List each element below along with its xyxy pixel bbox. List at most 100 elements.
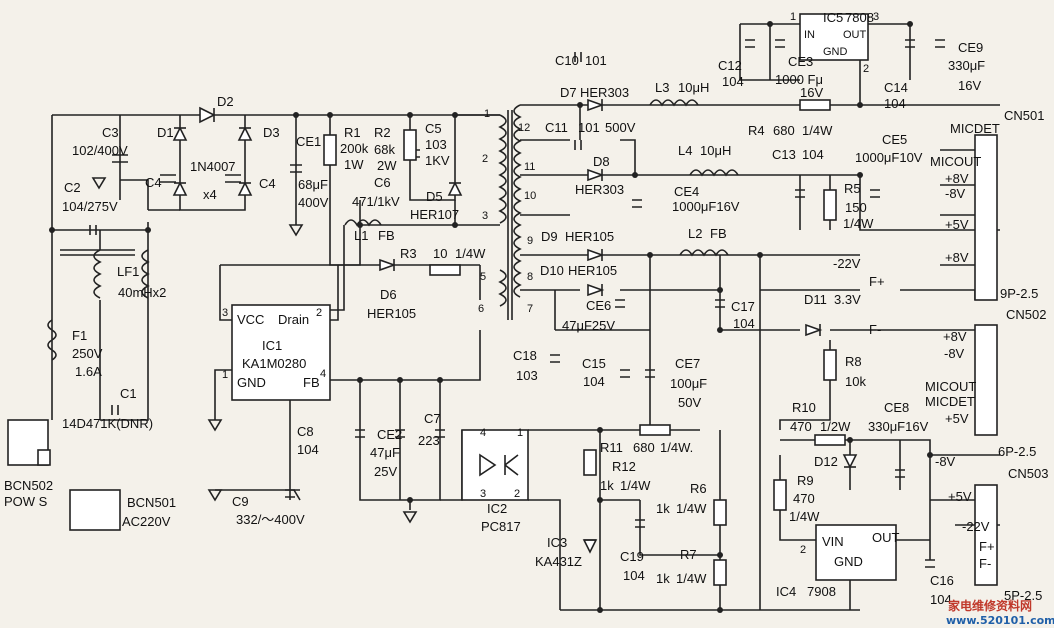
label-c13-value: 104	[802, 147, 824, 162]
label-c4-b: C4	[259, 176, 276, 191]
label-c5-voltage: 1KV	[425, 153, 450, 168]
label-c10-value: 101	[585, 53, 607, 68]
label-r3-power: 1/4W	[455, 246, 486, 261]
ic1-ka1m0280	[231, 304, 331, 401]
label-ic5: IC5	[823, 10, 843, 25]
label-l3: L3	[655, 80, 669, 95]
label-r10-value: 470	[790, 419, 812, 434]
label-cn503-plus5v: +5V	[948, 489, 972, 504]
label-ic2: IC2	[487, 501, 507, 516]
label-l2-fb: FB	[710, 226, 727, 241]
label-r12: R12	[612, 459, 636, 474]
label-r7-power: 1/4W	[676, 571, 707, 586]
label-bcn501-ac: AC220V	[122, 514, 171, 529]
label-t-pin3: 3	[482, 210, 488, 222]
label-ce7: CE7	[675, 356, 700, 371]
label-t-pin6: 6	[478, 303, 484, 315]
label-cn502: CN502	[1006, 307, 1046, 322]
label-ic5-gnd: GND	[823, 46, 848, 58]
label-c3: C3	[102, 125, 119, 140]
lf1-core	[60, 249, 135, 256]
label-cn502-type: 6P-2.5	[998, 444, 1036, 459]
label-c10: C10	[555, 53, 579, 68]
label-cn501-micout: MICOUT	[930, 154, 981, 169]
label-r2: R2	[374, 125, 391, 140]
label-ic2-pin3: 3	[480, 488, 486, 500]
inductor-l1	[344, 219, 382, 227]
label-cn501-plus8v-b: +8V	[945, 250, 969, 265]
label-r1-power: 1W	[344, 157, 364, 172]
label-r3-value: 10	[433, 246, 447, 261]
label-ic1-pin1: 1	[222, 369, 228, 381]
label-l1-fb: FB	[378, 228, 395, 243]
ic4-7908	[815, 524, 897, 581]
label-d10: D10	[540, 263, 564, 278]
watermark-url: www.520101.com	[946, 614, 1054, 627]
label-ic3-value: KA431Z	[535, 554, 582, 569]
label-r9-power: 1/4W	[789, 509, 820, 524]
label-cn502-micdet: MICDET	[925, 394, 975, 409]
label-f-minus: F-	[869, 322, 881, 337]
label-c11: C11	[545, 120, 568, 135]
label-ic4-vin: VIN	[822, 534, 844, 549]
label-r11-value: 680	[633, 440, 655, 455]
label-ic1-pin2: 2	[316, 307, 322, 319]
label-r9-value: 470	[793, 491, 815, 506]
bcn501-connector	[69, 489, 121, 531]
resistor-symbols	[323, 99, 846, 586]
label-cn502-plus8v: +8V	[943, 329, 967, 344]
label-ic5-out: OUT	[843, 29, 867, 41]
label-ce6: CE6	[586, 298, 611, 313]
label-t-pin2: 2	[482, 153, 488, 165]
label-c18-value: 103	[516, 368, 538, 383]
label-c7: C7	[424, 411, 441, 426]
label-cn502-minus8v: -8V	[944, 346, 965, 361]
label-r7: R7	[680, 547, 697, 562]
label-ce5-value: 1000μF10V	[855, 150, 923, 165]
label-ic5-pin3: 3	[873, 11, 879, 23]
label-t-pin1: 1	[484, 108, 490, 120]
label-ce3: CE3	[788, 54, 813, 69]
label-ic4-pin2: 2	[800, 544, 806, 556]
label-ce6-value: 47μF25V	[562, 318, 615, 333]
label-ic1-drain: Drain	[278, 312, 309, 327]
lf1-coil-b	[141, 249, 150, 299]
label-cn502-micout: MICOUT	[925, 379, 976, 394]
label-f1: F1	[72, 328, 87, 343]
label-cn501-minus8v: -8V	[945, 186, 966, 201]
label-ic1-fb: FB	[303, 375, 320, 390]
label-r4-value: 680	[773, 123, 795, 138]
label-d11-value: 3.3V	[834, 292, 861, 307]
label-varistor: 14D471K(DNR)	[62, 416, 153, 431]
component-labels: C10 101 D7 HER303 L3 10μH C11 101 500V D…	[4, 10, 1048, 607]
label-t-pin11: 11	[524, 161, 535, 173]
label-c8: C8	[297, 424, 314, 439]
label-c5: C5	[425, 121, 442, 136]
label-t-pin7: 7	[527, 303, 533, 315]
label-cn502-plus5v: +5V	[945, 411, 969, 426]
label-r3: R3	[400, 246, 417, 261]
label-c8-value: 104	[297, 442, 319, 457]
label-c6-value: 471/1kV	[352, 194, 400, 209]
label-ic1-value: KA1M0280	[242, 356, 306, 371]
label-l4-value: 10μH	[700, 143, 731, 158]
label-ce8: CE8	[884, 400, 909, 415]
label-c2: C2	[64, 180, 81, 195]
label-c17-value: 104	[733, 316, 755, 331]
label-cn501-plus5v: +5V	[945, 217, 969, 232]
label-ce4-value: 1000μF16V	[672, 199, 740, 214]
label-ic5-pin2: 2	[863, 63, 869, 75]
wires	[51, 23, 1000, 611]
label-r12-value: 1k	[600, 478, 614, 493]
label-c15: C15	[582, 356, 606, 371]
label-cn501-plus8v: +8V	[945, 171, 969, 186]
label-c17: C17	[731, 299, 755, 314]
label-ic5-pin1: 1	[790, 11, 796, 23]
label-cn501-type: 9P-2.5	[1000, 286, 1038, 301]
label-r9: R9	[797, 473, 814, 488]
label-ce8-value: 330μF16V	[868, 419, 929, 434]
label-cn503-minus22v: -22V	[962, 519, 990, 534]
label-ic2-pin1: 1	[517, 427, 523, 439]
label-cn503-type: 5P-2.5	[1004, 588, 1042, 603]
label-bcn502: BCN502	[4, 478, 53, 493]
